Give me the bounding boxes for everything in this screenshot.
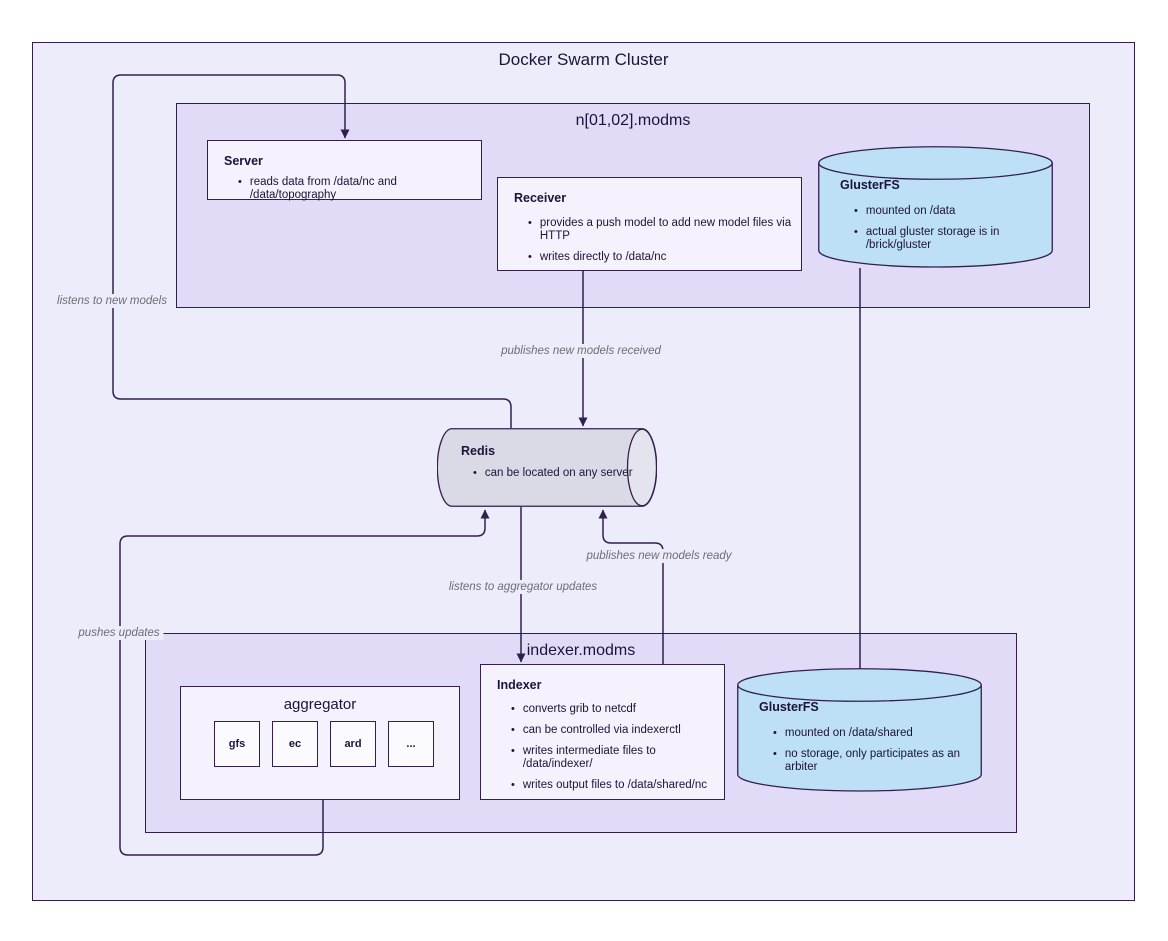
cylinder-shape (737, 668, 982, 792)
bullet-dot: • (238, 176, 242, 188)
node-indexer-bullet: • converts grib to netcdf (511, 703, 637, 715)
node-redis-bullet: • can be located on any server (473, 467, 633, 479)
node-server-bullet: • reads data from /data/nc and /data/top… (238, 176, 397, 201)
node-indexer-title: Indexer (497, 678, 542, 692)
node-aggregator-more: ... (388, 721, 434, 767)
node-aggregator-ard: ard (330, 721, 376, 767)
node-glusterfs-indexer-bullet: • no storage, only participates as an ar… (773, 748, 961, 773)
bullet-dot: • (511, 745, 515, 757)
node-aggregator-gfs: gfs (214, 721, 260, 767)
node-glusterfs-indexer-bullet: • mounted on /data/shared (773, 727, 913, 739)
bullet-dot: • (473, 467, 477, 479)
node-redis: Redis • can be located on any server (437, 428, 657, 507)
bullet-dot: • (773, 748, 777, 760)
node-receiver-title: Receiver (514, 191, 567, 205)
node-glusterfs-indexer: GlusterFS • mounted on /data/shared • no… (737, 668, 982, 792)
cylinder-shape (818, 146, 1053, 268)
bullet-dot: • (773, 727, 777, 739)
node-redis-title: Redis (461, 444, 496, 458)
cylinder-shape (437, 428, 657, 507)
cluster-n-modms-title: n[01,02].modms (575, 112, 691, 129)
node-server: Server • reads data from /data/nc and /d… (207, 140, 482, 201)
node-indexer: Indexer • converts grib to netcdf • can … (480, 664, 725, 800)
bullet-dot: • (511, 724, 515, 736)
edge-label-publishes-new-models-received: publishes new models received (497, 344, 665, 358)
node-glusterfs-n-title: GlusterFS (840, 178, 900, 192)
node-server-title: Server (224, 154, 263, 168)
cluster-indexer-modms-title: indexer.modms (526, 642, 636, 659)
node-receiver: Receiver • provides a push model to add … (497, 177, 802, 271)
edge-label-publishes-new-models-ready: publishes new models ready (582, 549, 736, 563)
node-indexer-bullet: • writes output files to /data/shared/nc (511, 779, 707, 791)
cluster-docker-swarm-title: Docker Swarm Cluster (498, 50, 669, 69)
bullet-dot: • (511, 703, 515, 715)
node-glusterfs-n: GlusterFS • mounted on /data • actual gl… (818, 146, 1053, 268)
node-aggregator-title: aggregator (283, 696, 357, 713)
node-aggregator: aggregator gfs ec ard ... (180, 686, 460, 800)
node-glusterfs-indexer-title: GlusterFS (759, 700, 819, 714)
node-glusterfs-n-bullet: • actual gluster storage is in /brick/gl… (854, 226, 1000, 251)
node-receiver-bullet: • writes directly to /data/nc (528, 251, 667, 263)
node-receiver-bullet: • provides a push model to add new model… (528, 217, 792, 242)
bullet-dot: • (528, 217, 532, 229)
bullet-dot: • (511, 779, 515, 791)
node-aggregator-ec: ec (272, 721, 318, 767)
node-glusterfs-n-bullet: • mounted on /data (854, 205, 956, 217)
node-indexer-bullet: • can be controlled via indexerctl (511, 724, 681, 736)
node-indexer-bullet: • writes intermediate files to /data/ind… (511, 745, 656, 770)
edge-label-pushes-updates: pushes updates (74, 626, 164, 640)
edge-label-listens-to-new-models: listens to new models (53, 294, 171, 308)
bullet-dot: • (854, 226, 858, 238)
edge-label-listens-to-aggregator-updates: listens to aggregator updates (444, 580, 602, 594)
bullet-dot: • (528, 251, 532, 263)
bullet-dot: • (854, 205, 858, 217)
